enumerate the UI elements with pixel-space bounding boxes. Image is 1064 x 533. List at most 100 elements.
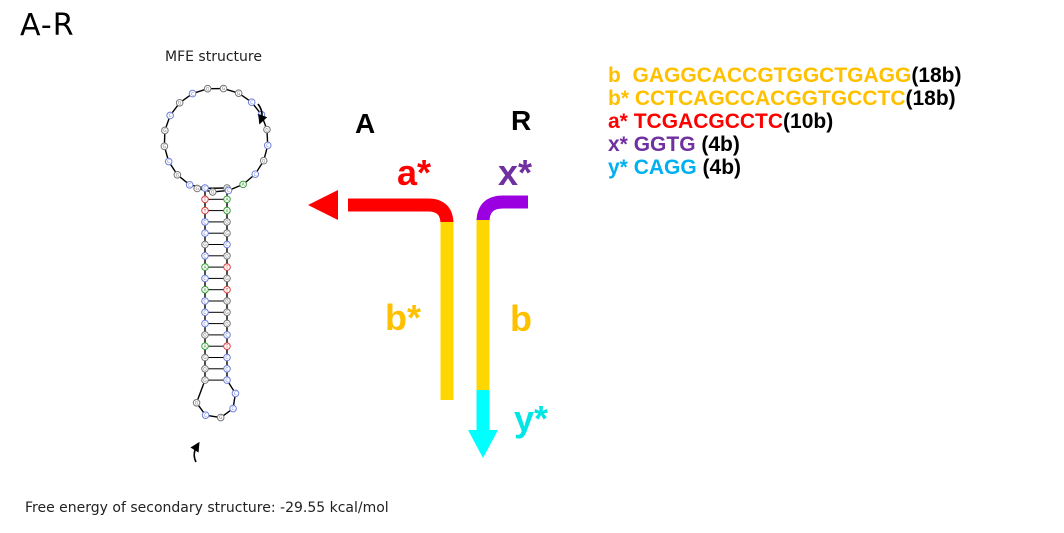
nucleotide-letter: T (225, 287, 229, 293)
nucleotide-letter: T (203, 197, 207, 203)
legend-length: (18b) (911, 64, 962, 87)
nucleotide-letter: C (231, 406, 234, 412)
nucleotide-letter: C (225, 367, 228, 373)
strand-r-arrowhead (468, 430, 498, 458)
nucleotide-base (259, 156, 268, 165)
nucleotide-letter: C (191, 91, 194, 97)
nucleotide-letter: G (176, 173, 180, 179)
nucleotide-letter: G (203, 378, 207, 384)
nucleotide-letter: C (234, 391, 237, 397)
nucleotide-letter: C (203, 231, 206, 237)
nucleotide-base (223, 285, 231, 294)
nucleotide-base (201, 229, 209, 237)
nucleotide-base (223, 252, 231, 260)
nucleotide-base (229, 404, 237, 413)
nucleotide-letter: C (203, 186, 206, 192)
nucleotide-base (201, 376, 209, 384)
nucleotide-base (188, 89, 197, 98)
nucleotide-letter: G (225, 276, 229, 282)
legend-sequence: CAGG (633, 156, 697, 179)
nucleotide-letter: G (237, 91, 241, 97)
label-b-star: b* (385, 297, 421, 338)
backbone-line (195, 379, 206, 404)
legend-row: b GAGGCACCGTGGCTGAGG(18b) (608, 64, 962, 87)
nucleotide-letter: C (204, 413, 207, 419)
strand-r-purple-segment (476, 195, 528, 223)
nucleotide-letter: C (203, 310, 206, 316)
nucleotide-letter: G (225, 231, 229, 237)
legend-domain: y* (608, 156, 628, 179)
nucleotide-letter: C (203, 299, 206, 305)
nucleotide-letter: C (203, 321, 206, 327)
nucleotide-letter: G (225, 321, 229, 327)
nucleotide-letter: C (203, 254, 206, 260)
nucleotide-letter: G (225, 310, 229, 316)
nucleotide-base (201, 342, 209, 351)
label-a-star: a* (397, 152, 431, 193)
nucleotide-base (185, 181, 194, 189)
legend-sequence: TCGACGCCTC (633, 110, 784, 133)
nucleotide-base (201, 308, 209, 317)
legend-domain: b (608, 64, 621, 87)
nucleotide-base (223, 240, 231, 249)
legend-row: b* CCTCAGCCACGGTGCCTC(18b) (608, 87, 962, 110)
nucleotide-base (223, 365, 231, 373)
nucleotide-base (201, 411, 210, 419)
nucleotide-letter: C (254, 172, 257, 178)
nucleotide-base (223, 229, 231, 237)
nucleotide-base (247, 98, 256, 106)
nucleotide-letter: C (188, 183, 191, 189)
nucleotide-letter: G (163, 128, 167, 134)
strand-a-name: A (355, 108, 375, 139)
nucleotide-letter: G (225, 299, 229, 305)
nucleotide-base (223, 319, 231, 328)
legend-row: a* TCGACGCCTC(10b) (608, 110, 962, 133)
legend-row: y* CAGG (4b) (608, 156, 962, 179)
nucleotide-letter: C (266, 143, 269, 149)
nucleotide-letter: A (203, 287, 207, 293)
legend-row: x* GGTG (4b) (608, 133, 962, 156)
nucleotide-letter: C (167, 159, 170, 165)
nucleotide-base (201, 365, 209, 373)
label-y-star: y* (514, 398, 548, 439)
nucleotide-letter: G (206, 86, 210, 92)
nucleotide-letter: T (203, 208, 207, 214)
nucleotide-base (223, 331, 231, 339)
nucleotide-letter: G (203, 333, 207, 339)
mfe-structure-title: MFE structure (165, 49, 262, 65)
strand-a-arrowhead (308, 190, 338, 220)
nucleotide-letter: G (265, 127, 269, 133)
nucleotide-base (234, 89, 243, 97)
strand-r-name: R (511, 105, 531, 136)
nucleotide-base (263, 141, 272, 150)
nucleotide-base (263, 125, 271, 134)
strand-start-arrow-icon (190, 441, 200, 463)
nucleotide-base (223, 342, 231, 351)
nucleotide-letter: C (225, 333, 228, 339)
nucleotide-letter: G (222, 86, 226, 92)
nucleotide-letter: A (203, 344, 207, 350)
nucleotide-letter: T (225, 344, 229, 350)
nucleotide-letter: G (262, 158, 266, 164)
nucleotide-letter: C (227, 188, 230, 194)
nucleotide-base (192, 398, 201, 407)
nucleotide-letter: C (169, 113, 172, 119)
legend-length: (4b) (696, 156, 742, 179)
nucleotide-base (201, 252, 209, 260)
free-energy-text: Free energy of secondary structure: -29.… (25, 500, 389, 516)
strand-a (308, 190, 454, 400)
nucleotide-base (223, 195, 231, 204)
nucleotide-base (239, 180, 247, 189)
nucleotide-base (224, 186, 233, 195)
legend-domain: x* (608, 133, 628, 156)
nucleotide-base (219, 84, 228, 93)
nucleotide-letter: A (203, 265, 207, 271)
nucleotide-base (160, 142, 169, 151)
strand-a-red-segment (348, 198, 454, 225)
nucleotide-base (166, 111, 174, 120)
nucleotide-base (223, 263, 231, 271)
page-title: A-R (20, 8, 75, 43)
nucleotide-letter: G (203, 242, 207, 248)
nucleotide-base (201, 353, 209, 362)
